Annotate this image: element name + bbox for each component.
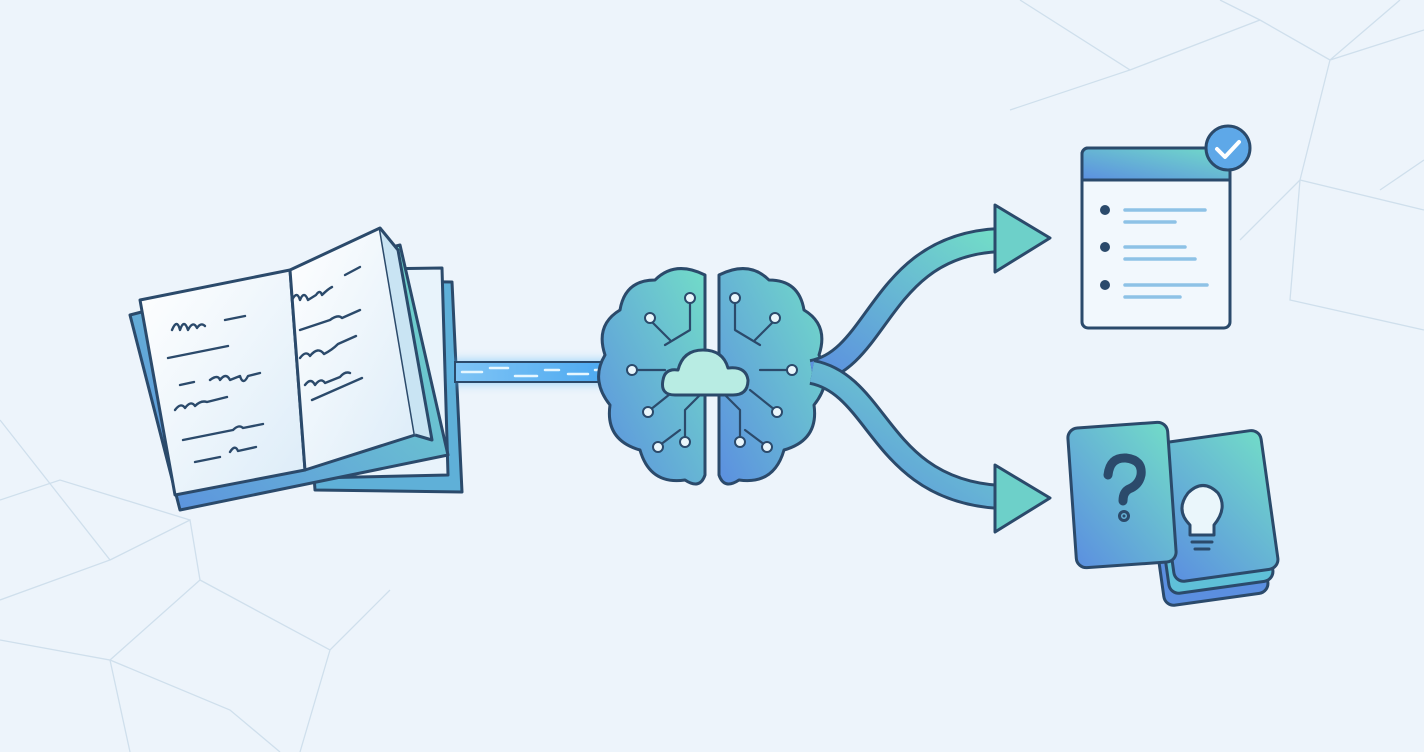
checklist-icon xyxy=(1080,124,1252,330)
branching-arrows xyxy=(808,203,1052,534)
open-notebook-icon xyxy=(128,226,464,512)
arrow-down-head xyxy=(993,463,1052,534)
arrow-up-head xyxy=(993,203,1052,274)
checkmark-badge-icon xyxy=(1204,124,1252,172)
lightbulb-icon xyxy=(1180,484,1224,551)
cloud-icon xyxy=(661,348,750,397)
ai-brain-cloud-icon xyxy=(597,267,827,486)
question-mark-icon xyxy=(1103,453,1146,522)
flashcards-icon xyxy=(1066,420,1280,607)
data-stream-icon xyxy=(452,360,617,384)
